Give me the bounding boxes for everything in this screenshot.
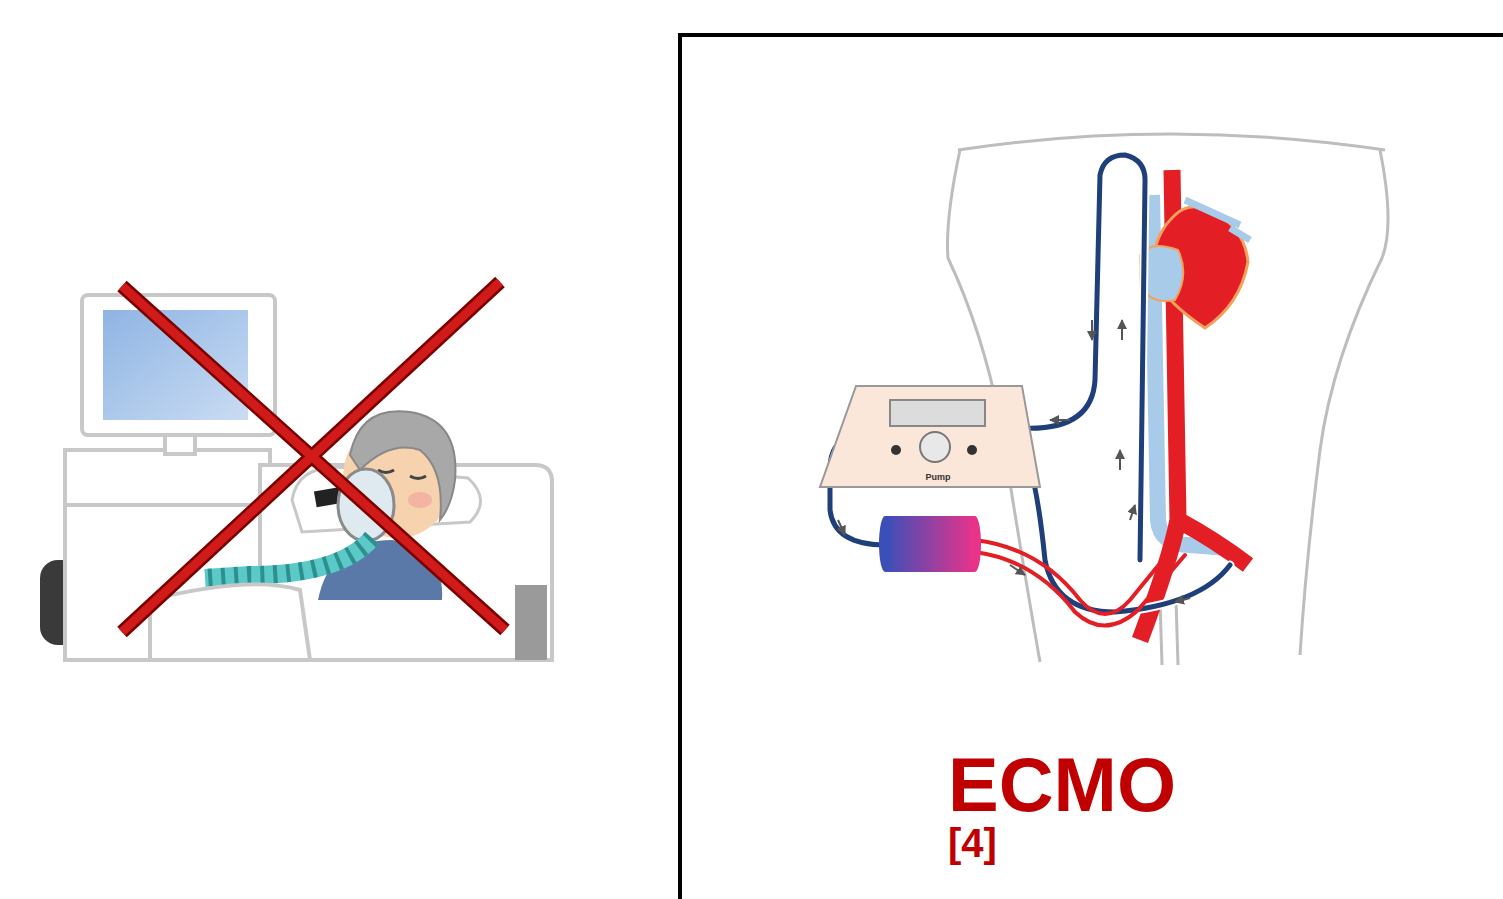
pump-label: Pump	[915, 472, 961, 482]
pulmonary-artery	[1185, 200, 1250, 240]
red-cross	[122, 282, 505, 632]
node-text: ECMO[4]	[948, 747, 1224, 867]
monitor-frame	[82, 295, 275, 435]
pump-knob	[920, 432, 950, 462]
bed-leg	[515, 585, 547, 660]
ecmo-illustration	[820, 134, 1388, 665]
pump-unit	[820, 386, 1040, 487]
ecmo-panel: ECMO[4]	[678, 33, 1503, 899]
cart-line	[65, 503, 270, 507]
cross-line	[122, 282, 500, 632]
oxygenator-cap	[879, 516, 891, 572]
ecmo-heading: ECMO	[948, 742, 1176, 827]
tube-stripes	[205, 538, 372, 578]
citation-number: [4]	[948, 821, 997, 865]
pump-button	[891, 445, 901, 455]
bed-frame	[150, 584, 310, 660]
pump-button	[967, 445, 977, 455]
patient-cheek	[408, 492, 432, 508]
oxygenator	[885, 516, 975, 572]
oxygenator-cap	[969, 516, 981, 572]
breathing-tube	[205, 538, 372, 578]
pump-screen	[890, 400, 985, 426]
